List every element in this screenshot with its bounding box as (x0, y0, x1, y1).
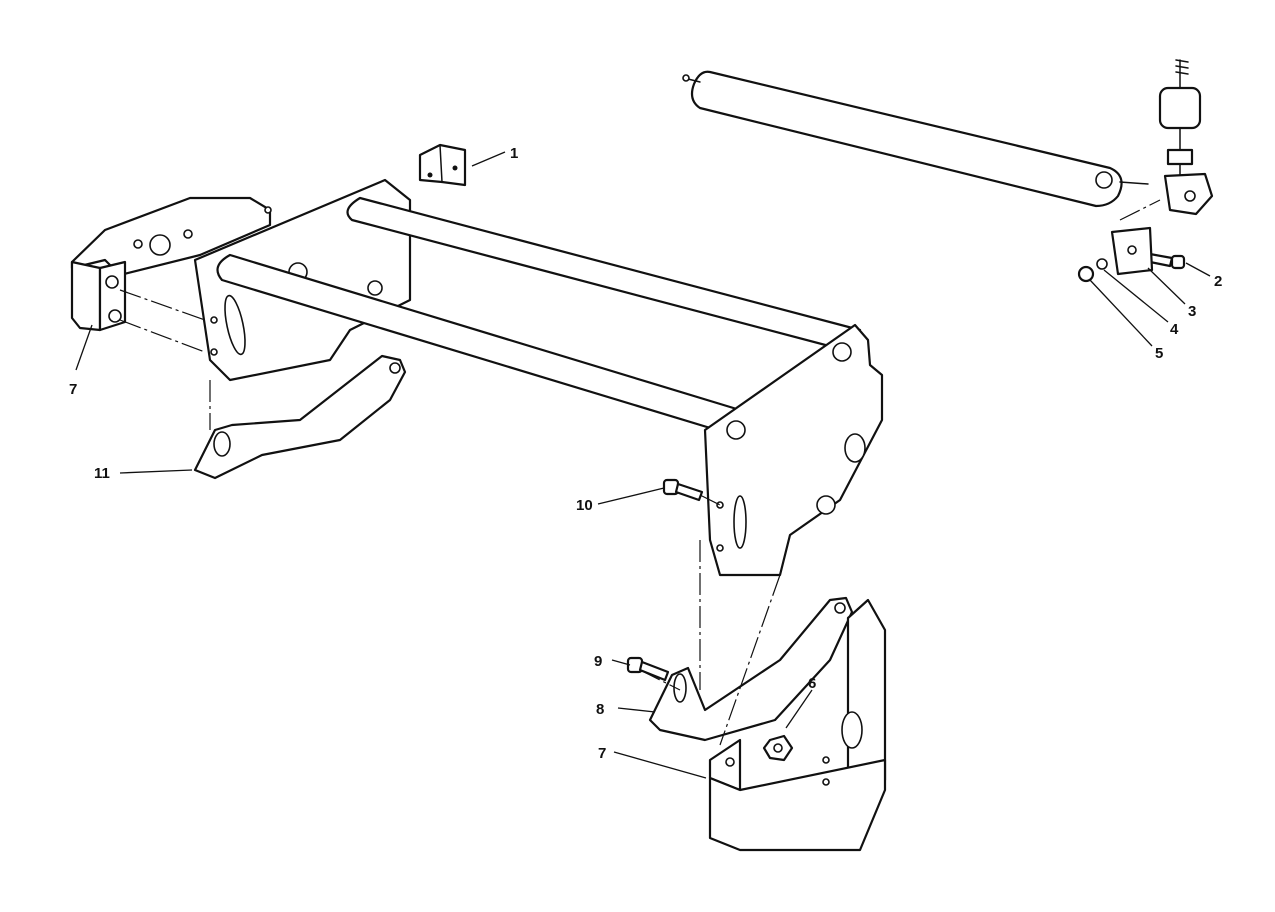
part-7-right-side-guard (708, 598, 887, 852)
part-11-left-support-arm (193, 354, 407, 480)
roller-cylinder (682, 70, 1149, 208)
callout-1: 1 (510, 145, 518, 162)
callout-8: 8 (596, 701, 604, 718)
callout-11: 11 (94, 465, 110, 482)
callout-6: 6 (808, 675, 816, 692)
leader-lines (75, 151, 1211, 779)
assembly-lines (119, 199, 1161, 746)
part-3-mounting-plate (1110, 226, 1154, 276)
callout-10: 10 (576, 497, 593, 514)
callout-5: 5 (1155, 345, 1163, 362)
callout-4: 4 (1170, 321, 1179, 338)
callout-7-right: 7 (598, 745, 606, 762)
part-1-angle-bracket (418, 143, 467, 187)
tie-rods (216, 196, 862, 436)
part-2-screw (1148, 252, 1186, 270)
right-side-plate (703, 323, 884, 577)
part-9-screw (626, 656, 670, 682)
adjuster-assembly (1158, 59, 1214, 216)
part-8-right-support-arm (648, 596, 854, 742)
part-6-nut (762, 734, 794, 762)
callout-3: 3 (1188, 303, 1196, 320)
part-5-screw (1077, 265, 1095, 283)
callout-labels: 1 2 3 4 5 6 7 7 8 9 10 11 (69, 145, 1222, 762)
callout-2: 2 (1214, 273, 1222, 290)
part-10-screw (662, 478, 704, 502)
callout-7-left: 7 (69, 381, 77, 398)
part-4-washer (1096, 258, 1108, 270)
callout-9: 9 (594, 653, 602, 670)
